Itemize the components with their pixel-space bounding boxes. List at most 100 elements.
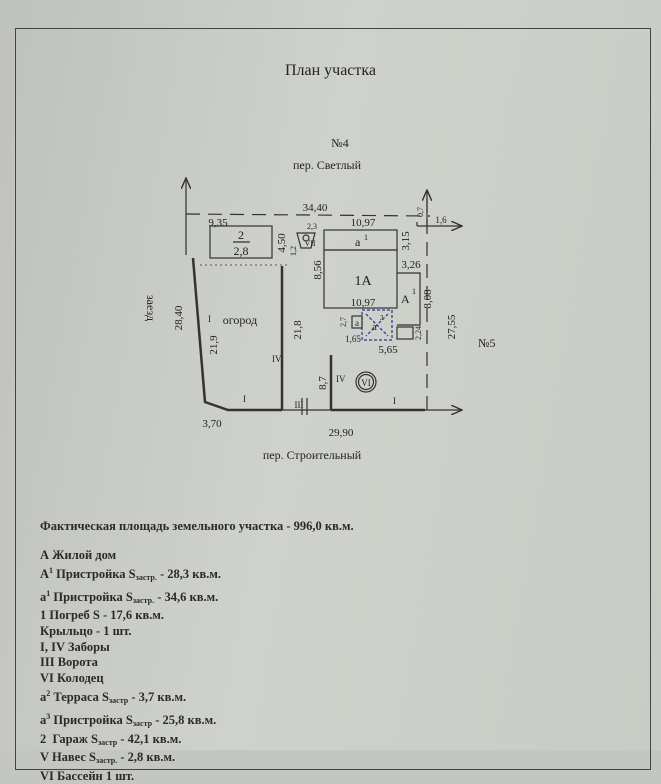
legend-item-value: - 3,7 кв.м. — [128, 690, 187, 705]
legend-item-value: - 17,6 кв.м. — [99, 608, 164, 623]
legend-item-sub: застр. — [132, 595, 155, 605]
site-plan: №4 пер. Светлый пер. Строительный №5 зае… — [144, 136, 495, 462]
legend-item-sub: застр. — [96, 756, 118, 766]
legend-item-mark: V — [40, 750, 49, 765]
legend-item-sup: 1 — [49, 566, 54, 576]
dim-fence-mid: 21,8 — [292, 320, 304, 340]
legend-item-text: Навес S — [48, 750, 96, 765]
south-street: пер. Строительный — [263, 448, 362, 462]
legend-item-mark: 2 — [40, 731, 47, 746]
legend-item-text: Терраса S — [50, 690, 109, 705]
driveway-label: заезд — [144, 295, 158, 321]
legend-item: а2 Терраса Sзастр - 3,7 кв.м. — [40, 686, 354, 709]
fence-label-iv: IV — [272, 354, 282, 364]
dim-a2-depth: 2,7 — [339, 317, 348, 327]
dim-shed-a: 1,2 — [289, 246, 298, 256]
dim-garage-width: 9,35 — [208, 217, 228, 229]
fence-label-iv: IV — [336, 374, 346, 384]
east-neighbor: №5 — [478, 336, 495, 350]
north-boundary — [185, 213, 431, 217]
legend-item-text: Ворота — [54, 655, 98, 670]
house — [323, 229, 421, 341]
legend-item-sup: 3 — [46, 711, 51, 721]
west-fence — [191, 257, 282, 412]
a1-sup: 1 — [364, 233, 368, 242]
legend-item-text: Пристройка S — [50, 589, 133, 604]
legend-item-text: Гараж S — [46, 731, 98, 746]
fence-label-i: I — [243, 394, 246, 404]
legend-item-value: - 25,8 кв.м. — [152, 712, 217, 727]
legend-item-sub: застр. — [135, 573, 157, 583]
legend-item-mark: VI — [40, 768, 54, 783]
legend-item-text: Колодец — [53, 670, 104, 685]
street-labels: №4 пер. Светлый пер. Строительный №5 зае… — [144, 136, 495, 462]
legend-item-text: Погреб S — [46, 608, 100, 623]
legend-item: Крыльцо - 1 шт. — [40, 624, 354, 640]
legend-item-mark: а — [40, 712, 47, 727]
legend-item: V Навес Sзастр. - 2,8 кв.м. — [40, 750, 354, 769]
dim-house-top: 10,97 — [351, 217, 376, 229]
legend-item-text: Заборы — [64, 639, 110, 654]
garage-number: 2 — [238, 228, 244, 242]
object-labels: 2 2,8 VII a 1 1A A 1 a 3 a I I I IV IV I… — [208, 228, 416, 410]
A1-label: A — [401, 292, 410, 306]
legend-item-sub: застр — [132, 718, 153, 728]
legend-item: VI Колодец — [40, 671, 354, 687]
house-label: 1A — [354, 274, 372, 289]
dim-fence-short: 8,7 — [317, 376, 329, 390]
terrace-a2 — [351, 315, 363, 329]
fence-label-i: I — [393, 396, 396, 406]
legend-item-sub: застр — [97, 737, 118, 747]
porch — [396, 326, 414, 340]
fence-label-i: I — [208, 314, 211, 324]
legend-item: а1 Пристройка Sзастр. - 34,6 кв.м. — [40, 586, 354, 609]
extension-a1 — [323, 229, 398, 251]
extension-A1 — [397, 272, 421, 326]
legend-item-value: - 42,1 кв.м. — [117, 731, 182, 746]
dim-garage-depth: 4,50 — [276, 233, 288, 253]
north-neighbor: №4 — [331, 136, 348, 150]
legend-item: 2 Гараж Sзастр - 42,1 кв.м. — [40, 732, 354, 751]
legend-item-sup: 1 — [46, 588, 51, 598]
north-street: пер. Светлый — [293, 158, 362, 172]
legend-item: 1 Погреб S - 17,6 кв.м. — [40, 608, 354, 624]
dim-shed-b: 2,3 — [307, 222, 317, 231]
dim-a1-depth: 3,15 — [400, 231, 412, 251]
legend-item: А Жилой дом — [40, 548, 354, 564]
legend-item: А1 Пристройка Sзастр. - 28,3 кв.м. — [40, 563, 354, 586]
dim-A1-width: 3,26 — [401, 259, 421, 271]
legend-item-value: - 28,3 кв.м. — [156, 567, 222, 582]
dim-A1-depth: 8,08 — [422, 289, 434, 309]
dim-corner-a: 0,7 — [416, 207, 425, 217]
a3-label: a — [372, 321, 377, 333]
dim-house-bottom: 10,97 — [351, 297, 376, 309]
legend-item-mark: 1 — [40, 608, 47, 623]
page-title: План участка — [284, 62, 377, 79]
house-1a — [323, 249, 398, 309]
legend-item-value: - 1 шт. — [92, 623, 132, 638]
dim-bottom-total: 29,90 — [329, 427, 354, 439]
shed-label: VII — [304, 239, 315, 248]
total-area: Фактическая площадь земельного участка -… — [40, 519, 354, 533]
legend-item-mark: а — [40, 589, 47, 604]
legend-item: III Ворота — [40, 655, 354, 671]
legend-item: I, IV Заборы — [40, 640, 354, 656]
legend-item-mark: а — [40, 690, 47, 705]
legend-item-text: Бассейн 1 шт. — [53, 768, 135, 783]
legend-item-mark: А — [40, 567, 50, 582]
extension-a3 — [361, 309, 393, 341]
dim-house-depth: 8,56 — [312, 260, 324, 280]
garage — [209, 225, 273, 259]
legend-item-text: Пристройка S — [53, 567, 136, 582]
legend-item-value: - 34,6 кв.м. — [154, 589, 219, 604]
legend-item-sup: 2 — [46, 689, 51, 699]
boundary-lines — [186, 178, 462, 415]
legend-item: а3 Пристройка Sзастр - 25,8 кв.м. — [40, 709, 354, 732]
a3-sup: 3 — [380, 314, 384, 322]
well — [355, 371, 377, 393]
garage-sub: 2,8 — [234, 244, 249, 258]
well-label: VI — [361, 378, 371, 388]
legend-item-text: Жилой дом — [49, 547, 117, 562]
dim-a2-width: 1,65 — [345, 334, 361, 344]
